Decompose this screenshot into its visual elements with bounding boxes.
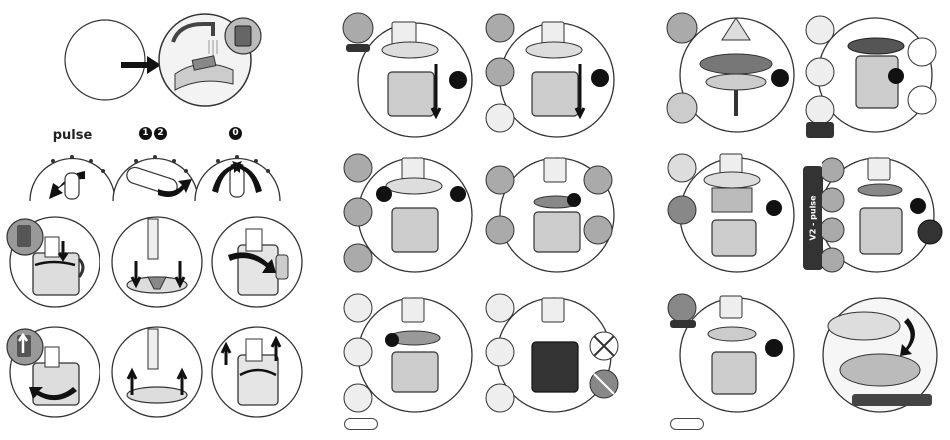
mid-step-3 xyxy=(340,150,475,280)
right-step-2 xyxy=(800,10,945,140)
bowl-disassembly-1 xyxy=(5,325,100,420)
empty-circle xyxy=(65,20,145,100)
dial-pulse-title: pulse xyxy=(45,128,100,143)
right-step-4 xyxy=(822,150,947,280)
right-step-5 xyxy=(662,290,797,420)
mid-step-2 xyxy=(482,10,617,140)
mid-step-1 xyxy=(340,10,475,140)
mid-step-4 xyxy=(482,150,617,280)
mid-step-5 xyxy=(340,290,475,420)
right-step-1 xyxy=(662,10,797,140)
bowl-assembly-2 xyxy=(110,215,205,310)
bowl-assembly-1 xyxy=(5,215,100,310)
mode-vertical-label: V2 - pulse xyxy=(803,166,823,270)
badge-2-text: 2 xyxy=(154,127,167,140)
wash-instruction-figure xyxy=(55,10,315,110)
footer-pill-middle xyxy=(344,418,378,430)
mode-label-text: V2 - pulse xyxy=(809,196,818,241)
right-step-6-disc xyxy=(812,290,947,420)
bowl-disassembly-2 xyxy=(110,325,205,420)
container-icon xyxy=(235,26,251,46)
footer-pill-right xyxy=(670,418,704,430)
bowl-disassembly-3 xyxy=(210,325,305,420)
badge-1-text: 1 xyxy=(139,127,152,140)
dial-off xyxy=(190,143,285,203)
dial-speed xyxy=(108,143,203,203)
bowl-assembly-3 xyxy=(210,215,305,310)
right-step-3 xyxy=(662,150,797,280)
dial-pulse xyxy=(25,143,120,203)
badge-0-text: 0 xyxy=(229,127,242,140)
mid-step-6 xyxy=(482,290,622,420)
